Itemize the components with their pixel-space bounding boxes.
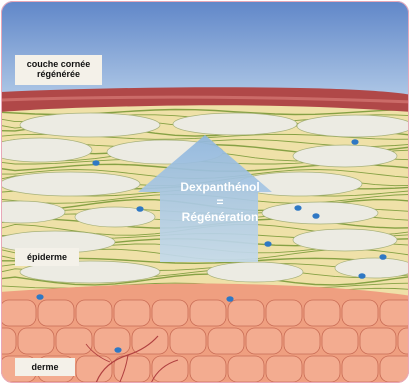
dermis-cell	[228, 300, 264, 326]
corneocyte	[335, 258, 412, 278]
ingredient-dot	[136, 206, 143, 212]
ingredient-dot	[351, 139, 358, 145]
stratum-corneum-label: couche cornée régénérée	[15, 55, 102, 85]
corneocyte	[0, 172, 140, 196]
ingredient-dot	[379, 254, 386, 260]
dermis-cell	[114, 356, 150, 382]
ingredient-dot	[264, 241, 271, 247]
corneocyte	[173, 113, 297, 135]
dermis-cell	[132, 328, 168, 354]
ingredient-dot	[294, 205, 301, 211]
dermis-cell	[304, 300, 340, 326]
ingredient-dot	[312, 213, 319, 219]
dermis-cell	[76, 300, 112, 326]
corneocyte	[293, 145, 397, 167]
dermis-cell	[18, 328, 54, 354]
dermis-cell	[246, 328, 282, 354]
dermis-cell	[114, 300, 150, 326]
arrow-caption: Dexpanthénol = Régénération	[160, 180, 280, 225]
dermis-cell	[360, 328, 396, 354]
dermis-cell	[152, 356, 188, 382]
dermis-cell	[266, 356, 302, 382]
dermis-cell	[152, 300, 188, 326]
dermis-cell	[380, 300, 412, 326]
arrow-caption-line1: Dexpanthénol	[160, 180, 280, 195]
arrow-caption-line2: =	[160, 195, 280, 210]
dermis-cell	[398, 328, 412, 354]
dermis-cell	[0, 300, 36, 326]
ingredient-dot	[92, 160, 99, 166]
ingredient-dot	[36, 294, 43, 300]
ingredient-dot	[114, 347, 121, 353]
dermis-cell	[380, 356, 412, 382]
arrow-caption-line3: Régénération	[160, 210, 280, 225]
dermis-label: derme	[15, 358, 75, 376]
corneocyte	[207, 262, 303, 282]
dermis-cell	[56, 328, 92, 354]
dermis-cell	[208, 328, 244, 354]
stratum-corneum-label-line2: régénérée	[21, 69, 96, 79]
dermis-cell	[284, 328, 320, 354]
dermis-cell	[322, 328, 358, 354]
corneocyte	[20, 113, 160, 137]
dermis-cell	[342, 356, 378, 382]
dermis-cell	[38, 300, 74, 326]
corneocyte	[293, 229, 397, 251]
dermis-cell	[190, 356, 226, 382]
corneocyte	[0, 138, 92, 162]
dermis-cell	[228, 356, 264, 382]
dermis-cell	[76, 356, 112, 382]
dermis-cell	[190, 300, 226, 326]
dermis-cell	[0, 328, 16, 354]
stratum-corneum-label-line1: couche cornée	[21, 59, 96, 69]
dermis-cell	[266, 300, 302, 326]
ingredient-dot	[226, 296, 233, 302]
epidermis-label: épiderme	[15, 248, 79, 266]
dermis-cell	[170, 328, 206, 354]
dermis-cell	[304, 356, 340, 382]
ingredient-dot	[358, 273, 365, 279]
dermis-cell	[94, 328, 130, 354]
dermis-cell	[342, 300, 378, 326]
corneocyte	[297, 115, 412, 137]
